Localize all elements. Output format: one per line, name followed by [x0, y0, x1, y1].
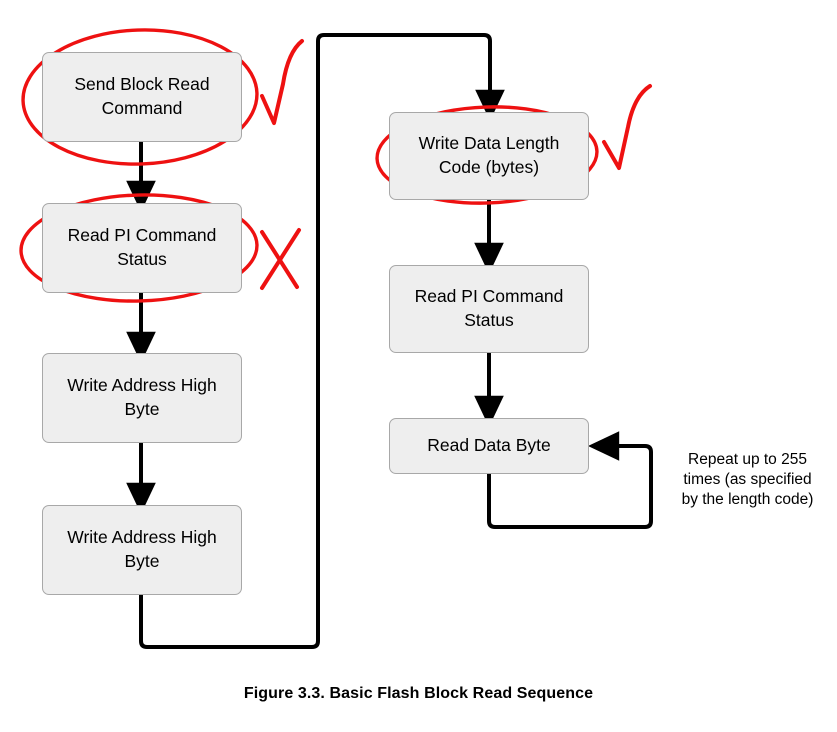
connector-wrap-left-to-right [139, 33, 505, 649]
check-mark-write-data-length [602, 84, 652, 170]
repeat-note-line-3: by the length code) [681, 491, 814, 509]
node-label: Read PI Command Status [67, 225, 217, 269]
node-write-address-high-byte-2[interactable]: Write Address High Byte [42, 505, 242, 595]
repeat-note-line-1: Repeat up to 255 [688, 451, 807, 468]
repeat-note: Repeat up to 255 times (as specified by … [665, 450, 830, 510]
connector-read-data-byte-loop [487, 431, 653, 529]
cross-mark-read-pi-status-stroke-b [260, 228, 301, 290]
ellipse-write-data-length [375, 105, 599, 205]
node-read-pi-command-status-right[interactable]: Read PI Command Status [389, 265, 589, 353]
node-send-block-read-command[interactable]: Send Block Read Command [42, 52, 242, 142]
node-label: Write Address High Byte [67, 375, 217, 419]
figure-caption: Figure 3.3. Basic Flash Block Read Seque… [243, 685, 594, 702]
node-write-address-high-byte-1[interactable]: Write Address High Byte [42, 353, 242, 443]
ellipse-send-block-read [21, 28, 259, 166]
node-label: Read Data Byte [427, 435, 551, 456]
node-label: Send Block Read Command [74, 74, 210, 118]
node-label: Write Address High Byte [67, 527, 217, 571]
node-label: Write Data Length Code (bytes) [418, 133, 560, 177]
node-label: Read PI Command Status [414, 286, 564, 330]
repeat-note-line-2: times (as specified [683, 471, 812, 489]
ellipse-read-pi-status [19, 193, 259, 303]
node-read-data-byte[interactable]: Read Data Byte [389, 418, 589, 474]
check-mark-send-block-read [260, 39, 304, 125]
node-write-data-length-code[interactable]: Write Data Length Code (bytes) [389, 112, 589, 200]
node-read-pi-command-status-left[interactable]: Read PI Command Status [42, 203, 242, 293]
